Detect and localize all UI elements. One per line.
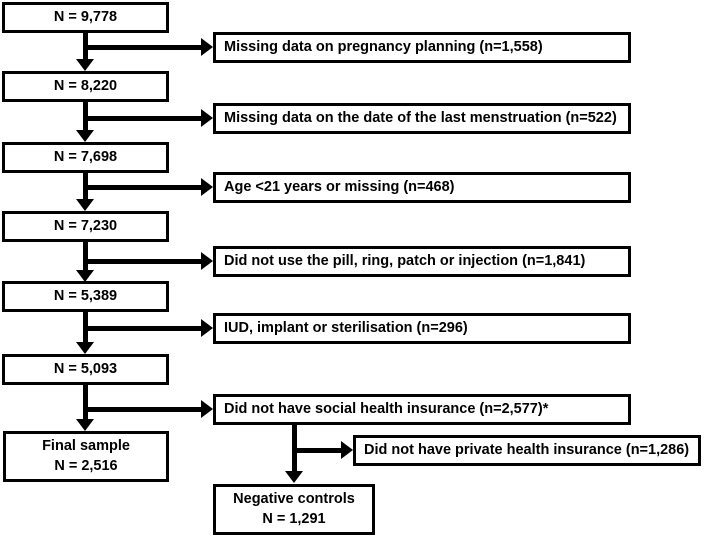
connector-branch-pregnancy-planning xyxy=(83,45,205,50)
negative-controls-title: Negative controls xyxy=(233,490,355,507)
negative-controls-box: Negative controls N = 1,291 xyxy=(213,484,375,535)
negative-controls-count: N = 1,291 xyxy=(262,510,326,527)
arrow-right-to-exclusion-iud xyxy=(201,319,213,337)
exclusion-label: IUD, implant or sterilisation (n=296) xyxy=(224,319,468,336)
flow-box-n-7698: N = 7,698 xyxy=(2,142,169,173)
connector-trunk-6 xyxy=(83,385,88,420)
arrow-down-to-n-8220 xyxy=(76,59,94,71)
final-sample-title: Final sample xyxy=(42,437,130,454)
arrow-down-to-n-5093 xyxy=(76,342,94,354)
flow-box-label: N = 7,698 xyxy=(53,148,118,165)
flow-box-label: N = 8,220 xyxy=(53,77,118,94)
connector-branch-social-insurance xyxy=(83,407,205,412)
exclusion-label: Did not use the pill, ring, patch or inj… xyxy=(224,252,586,269)
exclusion-box-last-menstruation: Missing data on the date of the last men… xyxy=(213,103,631,134)
arrow-down-to-final-sample xyxy=(76,419,94,431)
arrow-right-to-exclusion-age xyxy=(201,178,213,196)
arrow-right-to-exclusion-social-insurance xyxy=(201,400,213,418)
final-sample-box: Final sample N = 2,516 xyxy=(3,431,169,482)
arrow-right-to-exclusion-last-menstruation xyxy=(201,109,213,127)
exclusion-label: Did not have social health insurance (n=… xyxy=(224,400,549,417)
connector-branch-contraception xyxy=(83,259,205,264)
arrow-down-to-n-7230 xyxy=(76,199,94,211)
arrow-right-to-exclusion-private-insurance xyxy=(341,441,353,459)
connector-branch-private-insurance xyxy=(292,448,345,453)
connector-branch-iud xyxy=(83,326,205,331)
flow-box-n-7230: N = 7,230 xyxy=(2,211,169,242)
flow-box-label: N = 9,778 xyxy=(53,8,118,25)
arrow-down-to-n-7698 xyxy=(76,130,94,142)
arrow-down-to-negative-controls xyxy=(285,471,303,483)
flow-box-n-8220: N = 8,220 xyxy=(2,71,169,102)
flow-box-n-9778: N = 9,778 xyxy=(2,2,169,33)
arrow-right-to-exclusion-contraception xyxy=(201,252,213,270)
connector-branch-age xyxy=(83,185,205,190)
exclusion-label: Missing data on the date of the last men… xyxy=(224,109,617,126)
exclusion-label: Did not have private health insurance (n… xyxy=(364,441,690,458)
exclusion-box-private-insurance: Did not have private health insurance (n… xyxy=(353,435,701,466)
exclusion-box-social-insurance: Did not have social health insurance (n=… xyxy=(213,394,631,425)
exclusion-box-pregnancy-planning: Missing data on pregnancy planning (n=1,… xyxy=(213,32,631,63)
flow-box-label: N = 7,230 xyxy=(53,217,118,234)
final-sample-count: N = 2,516 xyxy=(54,457,118,474)
exclusion-label: Age <21 years or missing (n=468) xyxy=(224,178,455,195)
exclusion-label: Missing data on pregnancy planning (n=1,… xyxy=(224,38,543,55)
connector-branch-last-menstruation xyxy=(83,116,205,121)
exclusion-box-age: Age <21 years or missing (n=468) xyxy=(213,172,631,203)
flow-box-label: N = 5,093 xyxy=(53,360,118,377)
exclusion-box-contraception: Did not use the pill, ring, patch or inj… xyxy=(213,246,631,277)
connector-trunk-4 xyxy=(83,242,88,271)
exclusion-box-iud: IUD, implant or sterilisation (n=296) xyxy=(213,313,631,344)
flow-box-n-5093: N = 5,093 xyxy=(2,354,169,385)
flow-box-label: N = 5,389 xyxy=(53,287,118,304)
arrow-down-to-n-5389 xyxy=(76,270,94,282)
flow-box-n-5389: N = 5,389 xyxy=(2,281,169,312)
arrow-right-to-exclusion-pregnancy-planning xyxy=(201,38,213,56)
